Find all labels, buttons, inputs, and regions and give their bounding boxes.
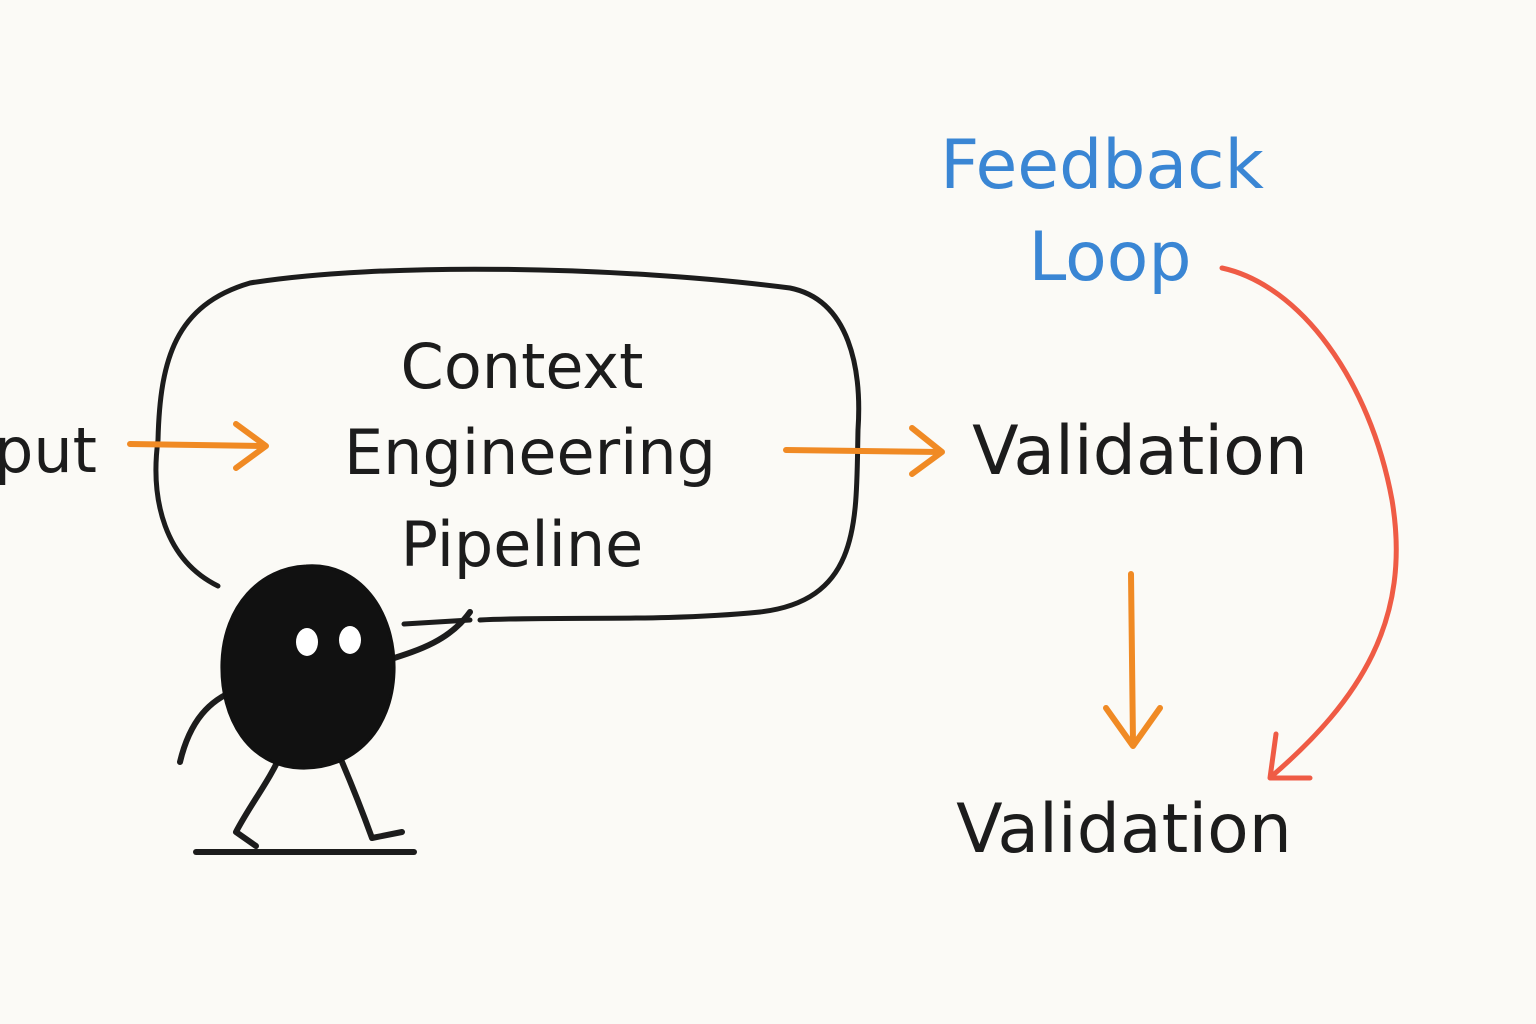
pipeline-label-line2: Engineering bbox=[344, 416, 716, 489]
pipeline-label-line3: Pipeline bbox=[401, 508, 644, 581]
input-label: put bbox=[0, 414, 97, 487]
feedback-arrow bbox=[1219, 265, 1399, 781]
validation-bottom-label: Validation bbox=[956, 790, 1292, 869]
pipeline-label-line1: Context bbox=[401, 330, 644, 403]
arrow-pipeline-to-validation bbox=[783, 425, 945, 477]
arrow-validation-down bbox=[1103, 571, 1163, 749]
blob-character-icon bbox=[177, 564, 473, 855]
arrow-input-to-pipeline bbox=[127, 421, 269, 471]
feedback-label-line2: Loop bbox=[1028, 218, 1191, 297]
left-eye-icon bbox=[296, 628, 318, 656]
validation-top-label: Validation bbox=[972, 412, 1308, 491]
right-eye-icon bbox=[339, 626, 361, 654]
feedback-label-line1: Feedback bbox=[940, 126, 1264, 205]
